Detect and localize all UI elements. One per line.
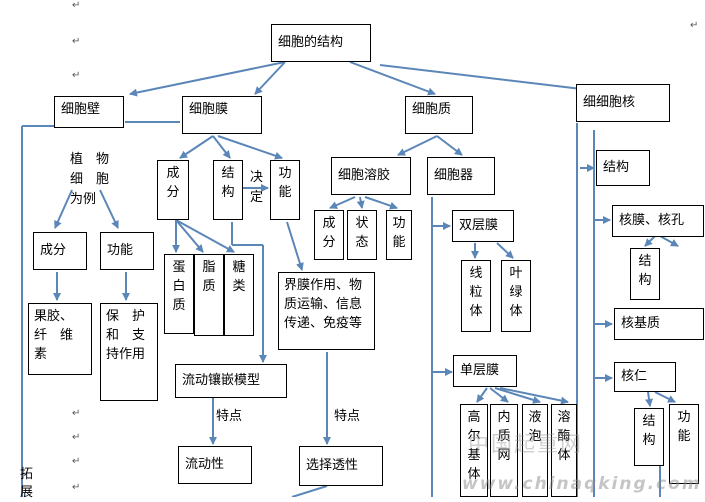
wall-composition-value: 果胶、 纤 维 素 [28,303,92,375]
golgi-node: 高 尔 基 体 [460,404,488,497]
nucleus-structure-node: 结构 [596,150,650,186]
double-membrane-node: 双层膜 [452,210,514,242]
organelles-node: 细胞器 [427,157,495,195]
nucleolus-structure-node: 结 构 [634,408,664,466]
chloroplast-node: 叶 绿 体 [501,260,531,332]
cytosol-node: 细胞溶胶 [331,157,411,195]
mitochondria-node: 线 粒 体 [461,260,491,332]
paragraph-mark: ↵ [72,456,81,467]
watermark-chinese: 中国起重网 [468,432,583,456]
fluidity-node: 流动性 [178,446,252,484]
cell-wall-node: 细胞壁 [54,96,124,128]
feature-label-2: 特点 [334,409,361,424]
plant-cell-example-label: 植 物 细 胞 为例 [70,152,110,207]
sugar-node: 糖 类 [224,254,254,336]
protein-node: 蛋 白 质 [164,254,194,334]
expand-label: 拓 展 [20,467,34,500]
membrane-function-value: 界膜作用、物 质运输、信息 传递、免疫等 [278,272,375,350]
nucleus-node: 细细胞核 [576,84,670,122]
paragraph-mark: ↵ [72,482,81,493]
membrane-function-node: 功 能 [270,160,300,220]
nucleolus-node: 核仁 [614,362,676,392]
paragraph-mark: ↵ [72,70,81,81]
feature-label-1: 特点 [216,409,243,424]
nucleoplasm-node: 核基质 [614,308,704,340]
cytosol-state-node: 状 态 [347,210,377,260]
wall-function-node: 功能 [100,232,154,270]
cytosol-function-node: 功 能 [386,210,412,260]
root-node: 细胞的结构 [271,24,371,62]
nucleolus-function-node: 功 能 [669,404,699,484]
paragraph-mark: ↵ [72,432,81,443]
cell-membrane-node: 细胞膜 [182,96,262,134]
membrane-structure-node: 结 构 [213,160,243,220]
envelope-pore-node: 核膜、核孔 [612,205,704,237]
paragraph-mark: ↵ [72,408,81,419]
er-node: 内 质 网 [490,404,518,497]
wall-composition-node: 成分 [33,232,87,270]
fluid-mosaic-model-node: 流动镶嵌模型 [175,364,287,398]
cytosol-composition-node: 成 分 [314,210,344,260]
cytoplasm-node: 细胞质 [405,96,473,134]
single-membrane-node: 单层膜 [453,355,517,387]
membrane-composition-node: 成 分 [157,160,189,220]
vacuole-node: 液 泡 [522,404,548,497]
paragraph-mark: ↵ [690,20,699,31]
paragraph-mark: ↵ [72,36,81,47]
selective-permeability-node: 选择透性 [299,446,383,486]
lipid-node: 脂 质 [194,254,224,336]
wall-function-value: 保 护 和 支 持作用 [100,303,158,401]
paragraph-mark: ↵ [72,0,81,11]
watermark-url: www.chinaqking.com [462,474,702,494]
membrane-determines-label: 决 定 [250,170,264,205]
lysosome-node: 溶 酶 体 [551,404,577,497]
envelope-structure-node: 结 构 [630,248,660,300]
